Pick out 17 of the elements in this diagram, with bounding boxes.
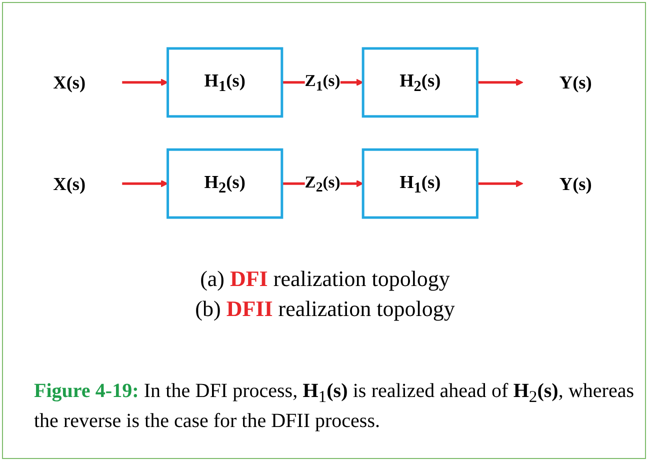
node-text: X(s): [53, 173, 86, 194]
node-box: H$_{1}$(s): [166, 47, 284, 118]
arrow: [477, 180, 524, 188]
node-box: H$_{1}$(s): [362, 148, 478, 219]
node-text: X(s): [53, 72, 86, 93]
arrow: [122, 180, 168, 188]
arrow: [477, 78, 524, 86]
arrow: [122, 78, 168, 86]
subfigure-label: (b) DFII realization topology: [195, 296, 455, 321]
edge-label: Z$_{1}$(s): [304, 72, 340, 94]
edge-label: Z$_{2}$(s): [304, 173, 340, 195]
node-box: H$_{2}$(s): [166, 148, 284, 219]
figure-caption: Figure 4-19: In the DFI process, H$_{1}$(s) is realized ahead of H$_{2}$(s), whereas the reverse is the case for the DFII process.: [34, 379, 634, 434]
node-box: H$_{2}$(s): [362, 47, 478, 118]
node-text: Y(s): [559, 72, 592, 93]
subfigure-label: (a) DFI realization topology: [200, 266, 450, 291]
node-text: Y(s): [559, 173, 592, 194]
